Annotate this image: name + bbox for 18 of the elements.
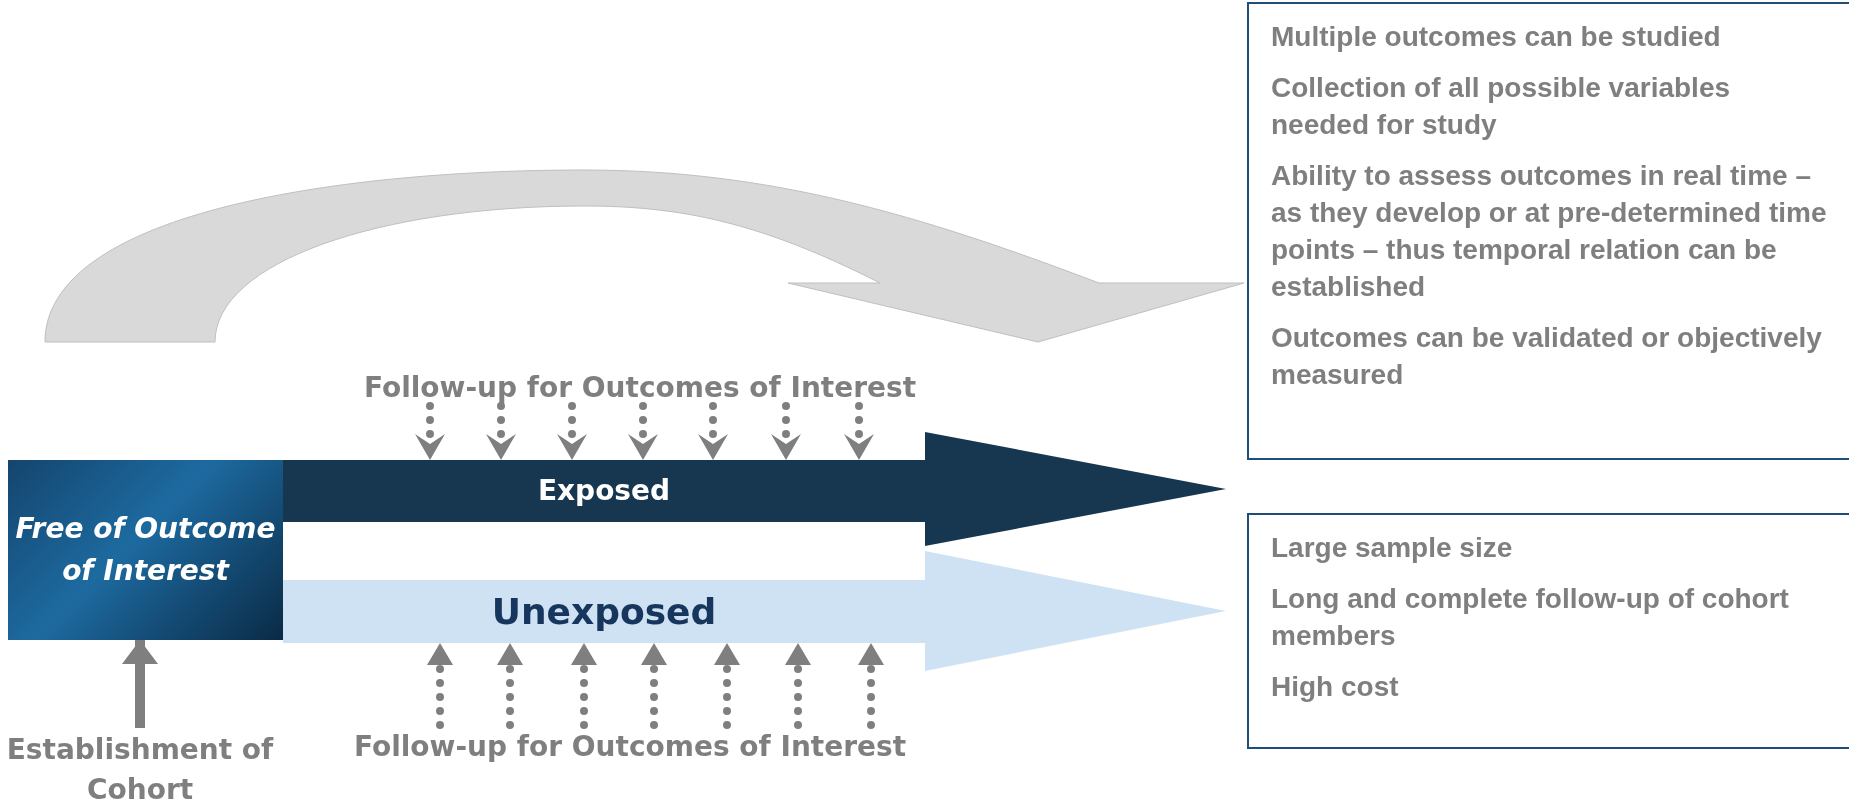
cohort-box (8, 460, 283, 640)
panel-text: Long and complete follow-up of cohort members (1271, 582, 1790, 653)
panel-text: Ability to assess outcomes in real time – as they develop or at pre-determined time points – thus temporal relation can be established (1271, 159, 1828, 304)
panel-text: High cost (1271, 670, 1399, 704)
arrow (122, 640, 158, 728)
info-panel (1247, 2, 1849, 460)
band-label: Exposed (536, 473, 672, 509)
caption-text: Follow-up for Outcomes of Interest (360, 368, 920, 408)
caption-text: Follow-up for Outcomes of Interest (350, 727, 910, 767)
info-panel (1247, 513, 1849, 749)
panel-text: Collection of all possible variables needed for study (1271, 71, 1732, 142)
band-label: Unexposed (490, 590, 718, 634)
panel-text: Outcomes can be validated or objectively measured (1271, 321, 1823, 392)
curved-block-arrow (44, 169, 1245, 343)
caption-text: Establishment of Cohort (0, 730, 280, 810)
panel-text: Large sample size (1271, 531, 1513, 565)
panel-text: Multiple outcomes can be studied (1271, 20, 1721, 54)
box-label: Free of Outcome of Interest (14, 511, 277, 589)
